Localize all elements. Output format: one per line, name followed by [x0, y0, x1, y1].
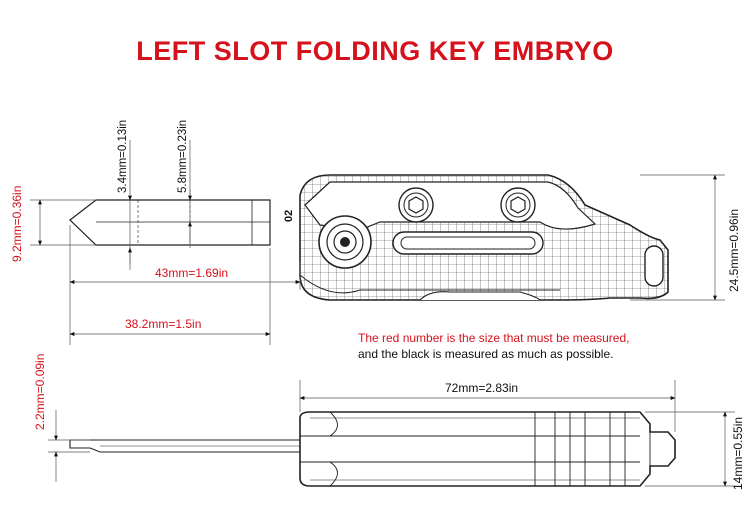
dim-body-height: 24.5mm=0.96in — [727, 209, 741, 292]
hex-screw-icon — [398, 187, 434, 223]
dim-blade-height: 9.2mm=0.36in — [10, 186, 24, 262]
pivot-screw-icon — [318, 215, 372, 269]
slot-rail — [392, 231, 544, 255]
dim-blade-length: 43mm=1.69in — [155, 266, 228, 280]
hex-screw-icon — [500, 187, 536, 223]
dim-groove-length: 38.2mm=1.5in — [125, 317, 201, 331]
dim-tip-thickness: 3.4mm=0.13in — [117, 120, 129, 193]
dim-body-thickness: 14mm=0.55in — [731, 417, 745, 490]
key-blade-top — [69, 199, 271, 246]
key-body-side — [299, 411, 676, 487]
key-body-top: 02 — [283, 174, 669, 301]
lanyard-hole — [644, 245, 664, 287]
dim-total-length: 72mm=2.83in — [445, 381, 518, 395]
key-blade-side — [69, 439, 301, 453]
page-title: LEFT SLOT FOLDING KEY EMBRYO — [136, 36, 614, 66]
dim-blade-thickness: 2.2mm=0.09in — [33, 354, 47, 430]
dim-shoulder-depth: 5.8mm=0.23in — [177, 120, 189, 193]
note-optional: and the black is measured as much as pos… — [358, 347, 614, 361]
note-required: The red number is the size that must be … — [358, 331, 630, 345]
stamp-number: 02 — [283, 210, 295, 222]
